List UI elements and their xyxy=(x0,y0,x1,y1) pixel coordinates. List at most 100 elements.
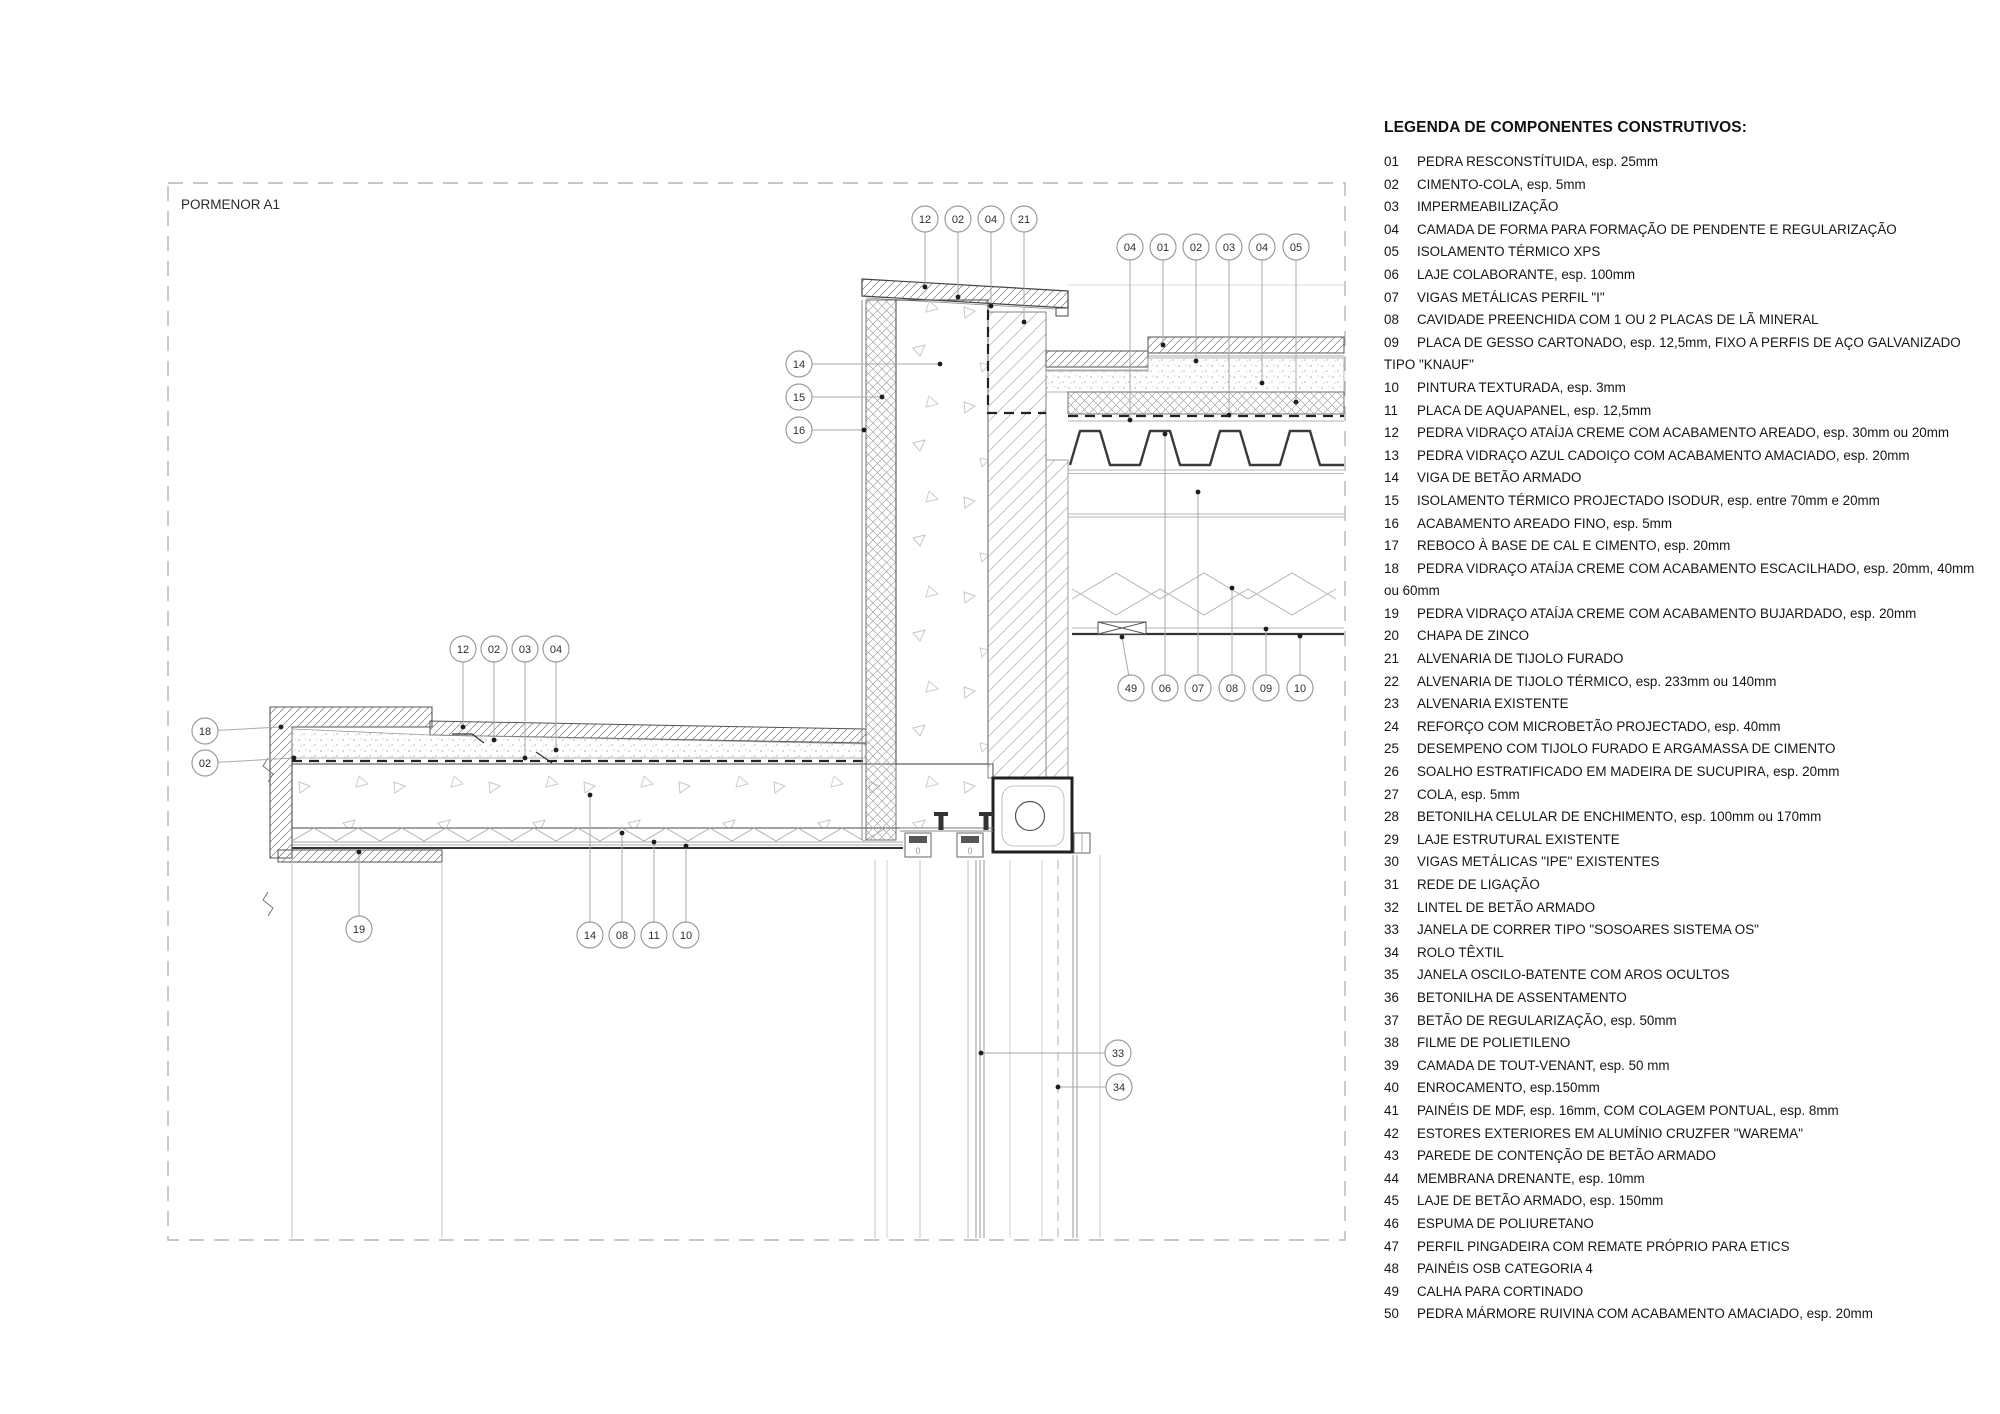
legend-item-number: 01 xyxy=(1384,154,1399,169)
callout-04: 04 xyxy=(977,205,1005,309)
legend-item-text: ALVENARIA DE TIJOLO TÉRMICO, esp. 233mm … xyxy=(1417,673,1777,689)
legend-item-number: 11 xyxy=(1384,402,1398,418)
legend-item-text: BETONILHA DE ASSENTAMENTO xyxy=(1417,989,1627,1005)
legend-item-number: 18 xyxy=(1384,560,1399,576)
roof-screed-04 xyxy=(1045,357,1345,393)
masonry-brick-21 xyxy=(987,311,1047,779)
legend-item-number: 27 xyxy=(1384,786,1399,802)
svg-text:15: 15 xyxy=(793,392,805,404)
callout-14: 14 xyxy=(785,350,943,378)
callout-bubble xyxy=(345,915,373,943)
waterproofing-wrap-dash xyxy=(986,310,1046,415)
callout-bubble xyxy=(911,205,939,233)
svg-text:14: 14 xyxy=(793,359,805,371)
svg-text:21: 21 xyxy=(1018,214,1030,226)
callout-bubble xyxy=(977,205,1005,233)
roof-paver-lower-01 xyxy=(1045,350,1149,368)
callout-03: 03 xyxy=(1215,233,1243,418)
legend-item-number: 26 xyxy=(1384,764,1399,780)
legend-item-number: 16 xyxy=(1384,515,1399,531)
legend-item-number: 19 xyxy=(1384,605,1399,621)
frame-dashed-border xyxy=(167,182,1346,1241)
callout-bubble xyxy=(1151,674,1179,702)
track-zero-label: 0 xyxy=(915,846,920,856)
callout-03: 03 xyxy=(511,635,539,761)
svg-text:04: 04 xyxy=(550,644,562,656)
svg-text:12: 12 xyxy=(457,644,469,656)
callout-49: 49 xyxy=(1117,634,1145,702)
svg-text:03: 03 xyxy=(519,644,531,656)
callout-09: 09 xyxy=(1252,626,1280,702)
svg-text:02: 02 xyxy=(199,758,211,770)
legend-item-number: 15 xyxy=(1384,492,1399,508)
callout-04: 04 xyxy=(542,635,570,753)
legend-item-text: PEDRA VIDRAÇO ATAÍJA CREME COM ACABAMENT… xyxy=(1384,560,1975,599)
sliding-carriage-left-33 xyxy=(904,832,932,858)
legend-item-text: ESPUMA DE POLIURETANO xyxy=(1417,1215,1594,1231)
legend-item-text: ALVENARIA DE TIJOLO FURADO xyxy=(1417,651,1624,667)
legend-item-text: CAMADA DE TOUT-VENANT, esp. 50 mm xyxy=(1417,1057,1670,1073)
parapet-wall xyxy=(861,278,1069,841)
callout-bubble xyxy=(1215,233,1243,261)
callout-12: 12 xyxy=(911,205,939,290)
coping-stone-18 xyxy=(269,706,433,859)
break-line-marks xyxy=(262,757,274,917)
legend-item-text: PEDRA VIDRAÇO ATAÍJA CREME COM ACABAMENT… xyxy=(1417,425,1950,441)
legend-item-text: LINTEL DE BETÃO ARMADO xyxy=(1417,899,1596,915)
legend-item-number: 09 xyxy=(1384,334,1399,350)
callout-05: 05 xyxy=(1282,233,1310,405)
legend-item-02: 02 CIMENTO-COLA, esp. 5mm xyxy=(1384,174,1996,197)
legend-item-number: 33 xyxy=(1384,922,1399,938)
svg-text:10: 10 xyxy=(680,930,692,942)
callout-bubble xyxy=(542,635,570,663)
legend-item-text: VIGAS METÁLICAS PERFIL "I" xyxy=(1417,289,1605,305)
legend-item-number: 40 xyxy=(1384,1080,1399,1096)
svg-text:18: 18 xyxy=(199,726,211,738)
svg-text:06: 06 xyxy=(1159,683,1171,695)
callout-04: 04 xyxy=(1248,233,1276,386)
callout-bubble xyxy=(1117,674,1145,702)
legend-item-text: CAMADA DE FORMA PARA FORMAÇÃO DE PENDENT… xyxy=(1417,221,1897,237)
legend-item-number: 02 xyxy=(1384,176,1399,192)
legend-item-21: 21 ALVENARIA DE TIJOLO FURADO xyxy=(1384,648,1996,671)
legend-item-number: 17 xyxy=(1384,538,1399,554)
legend-item-number: 04 xyxy=(1384,221,1399,237)
legend-item-text: ROLO TÊXTIL xyxy=(1417,944,1504,960)
callout-10: 10 xyxy=(1286,633,1314,702)
callout-bubble xyxy=(785,383,813,411)
legend-item-text: CIMENTO-COLA, esp. 5mm xyxy=(1417,176,1586,192)
legend-item-number: 23 xyxy=(1384,696,1399,712)
callout-bubble xyxy=(640,921,668,949)
svg-text:03: 03 xyxy=(1223,242,1235,254)
legend-item-text: FILME DE POLIETILENO xyxy=(1417,1035,1571,1051)
callout-bubble xyxy=(1149,233,1177,261)
mineral-wool-zigzag-08 xyxy=(291,827,887,842)
callout-bubble xyxy=(1116,233,1144,261)
legend-item-number: 21 xyxy=(1384,651,1399,667)
legend-item-text: MEMBRANA DRENANTE, esp. 10mm xyxy=(1417,1170,1645,1186)
callout-bubble xyxy=(1282,233,1310,261)
svg-text:08: 08 xyxy=(1226,683,1238,695)
legend-item-text: LAJE DE BETÃO ARMADO, esp. 150mm xyxy=(1417,1193,1664,1209)
steel-beam-lines-07 xyxy=(1068,469,1344,518)
legend-item-number: 35 xyxy=(1384,967,1399,983)
